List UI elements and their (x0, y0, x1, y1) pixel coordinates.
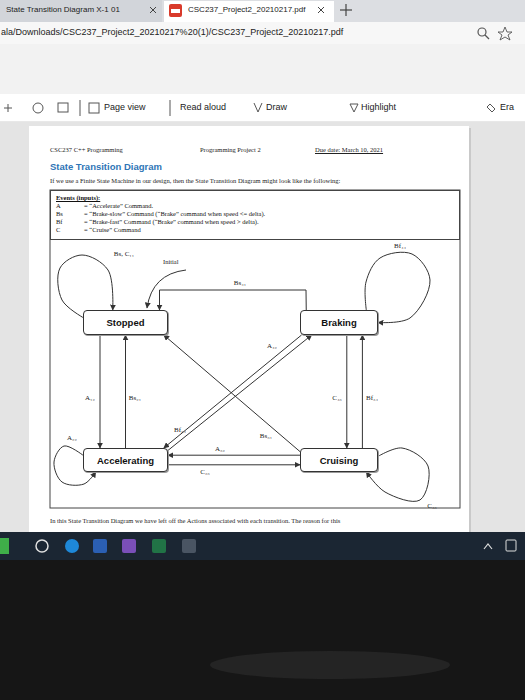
transition-label: Bs, C₁₁ (114, 250, 134, 258)
body-text: In this State Transition Diagram we have… (50, 517, 340, 524)
transition-label: Bf₃₄ (366, 394, 378, 402)
taskbar-excel (152, 539, 166, 553)
transition-label: Bs₂₁ (129, 394, 141, 402)
node-text: Bf (56, 218, 84, 226)
taskbar-browser (65, 539, 79, 553)
taskbar-studio (122, 539, 136, 553)
viewer-background (0, 122, 525, 532)
transition-label: A₃₂ (215, 445, 225, 453)
transition-label: A₂₂ (67, 434, 77, 442)
section-title: State Transition Diagram (50, 162, 162, 173)
browser-tab-active (164, 1, 334, 22)
taskbar-word (93, 539, 107, 553)
body-text: If we use a Finite State Machine in our … (50, 177, 340, 184)
toolbar-button: Read aloud (180, 102, 226, 112)
page-header: Due date: March 10, 2021 (315, 146, 383, 153)
node-text: A (56, 202, 84, 210)
initial-arrow (147, 270, 186, 308)
transition-arrow (100, 335, 101, 448)
bezel-reflection (210, 651, 450, 679)
pdf-page (29, 126, 469, 532)
new-tab-icon (340, 4, 352, 16)
transition-label: C₂₃ (200, 468, 210, 476)
node-heading: Braking (321, 317, 356, 328)
state-box: Braking (300, 310, 378, 335)
node-text: = “Brake-slow” Command (“Brake” command … (84, 210, 454, 218)
transition-label: Bf₄₄ (394, 242, 406, 250)
monitor-bezel (0, 560, 525, 700)
node-heading: Cruising (320, 455, 359, 466)
browser-tab (0, 0, 162, 22)
events-table: Events (inputs):A= “Accelerate” Command.… (50, 190, 460, 240)
toolbar-button: Draw (266, 102, 287, 112)
pdf-toolbar (0, 94, 525, 122)
diagram-frame (50, 190, 460, 508)
page-header: Programming Project 2 (200, 146, 261, 153)
transition-arrow (362, 335, 363, 448)
tab-title: CSC237_Project2_20210217.pdf (188, 5, 305, 14)
node-text: = “Brake-fast” Command (“Brake” command … (84, 218, 454, 226)
node-text: Bs (56, 210, 84, 218)
transition-label: C₃₃ (427, 502, 437, 510)
state-box: Accelerating (83, 448, 168, 472)
tray-icon (506, 540, 516, 551)
transition-arrow (168, 455, 300, 456)
page-header: CSC237 C++ Programming (50, 146, 123, 153)
transition-label: A₄₂ (267, 342, 277, 350)
node-text: = “Accelerate” Command. (84, 202, 454, 210)
node-text: = “Cruise” Command (84, 226, 454, 234)
transition-arrow (346, 335, 347, 448)
transition-arrow (168, 335, 312, 450)
node-heading: Accelerating (97, 455, 154, 466)
transition-arrow (58, 255, 113, 318)
transition-label: Bs₄₁ (234, 279, 246, 287)
address-url: ala/Downloads/CSC237_Project2_20210217%2… (1, 27, 343, 37)
node-text: C (56, 226, 84, 234)
transition-label: A₁₂ (85, 394, 95, 402)
address-bar (0, 22, 525, 44)
toolbar-button: Page view (104, 102, 146, 112)
favorite-icon (498, 27, 512, 40)
tab-title: State Transition Diagram X-1 01 (6, 5, 120, 14)
transition-arrow (164, 335, 300, 452)
taskbar-search (36, 540, 48, 552)
search-icon (478, 28, 486, 36)
taskbar (0, 532, 525, 560)
transition-arrow (160, 290, 307, 310)
tray-arrow (484, 544, 492, 549)
node-heading: Events (inputs): (56, 194, 454, 202)
pdf-icon-mark (171, 9, 180, 13)
search-icon-handle (485, 35, 489, 39)
transition-label: Bs₃₁ (260, 432, 272, 440)
transition-arrow (168, 464, 300, 465)
toolbar-button: Era (500, 102, 514, 112)
taskbar-icon (0, 538, 9, 554)
state-box: Cruising (300, 448, 378, 472)
toolbar-icons (4, 100, 495, 116)
transition-arrow (125, 335, 126, 448)
pdf-icon (169, 4, 182, 17)
taskbar-app (182, 539, 196, 553)
node-heading: Stopped (107, 317, 145, 328)
initial-label: Initial (163, 258, 179, 265)
browser-gap (0, 44, 525, 94)
state-box: Stopped (83, 310, 168, 335)
toolbar-button: Highlight (361, 102, 396, 112)
transition-arrow (164, 335, 302, 448)
transition-label: Bf₂₄ (174, 426, 186, 434)
transition-label: C₄₃ (332, 394, 342, 402)
tab-strip (0, 0, 525, 22)
